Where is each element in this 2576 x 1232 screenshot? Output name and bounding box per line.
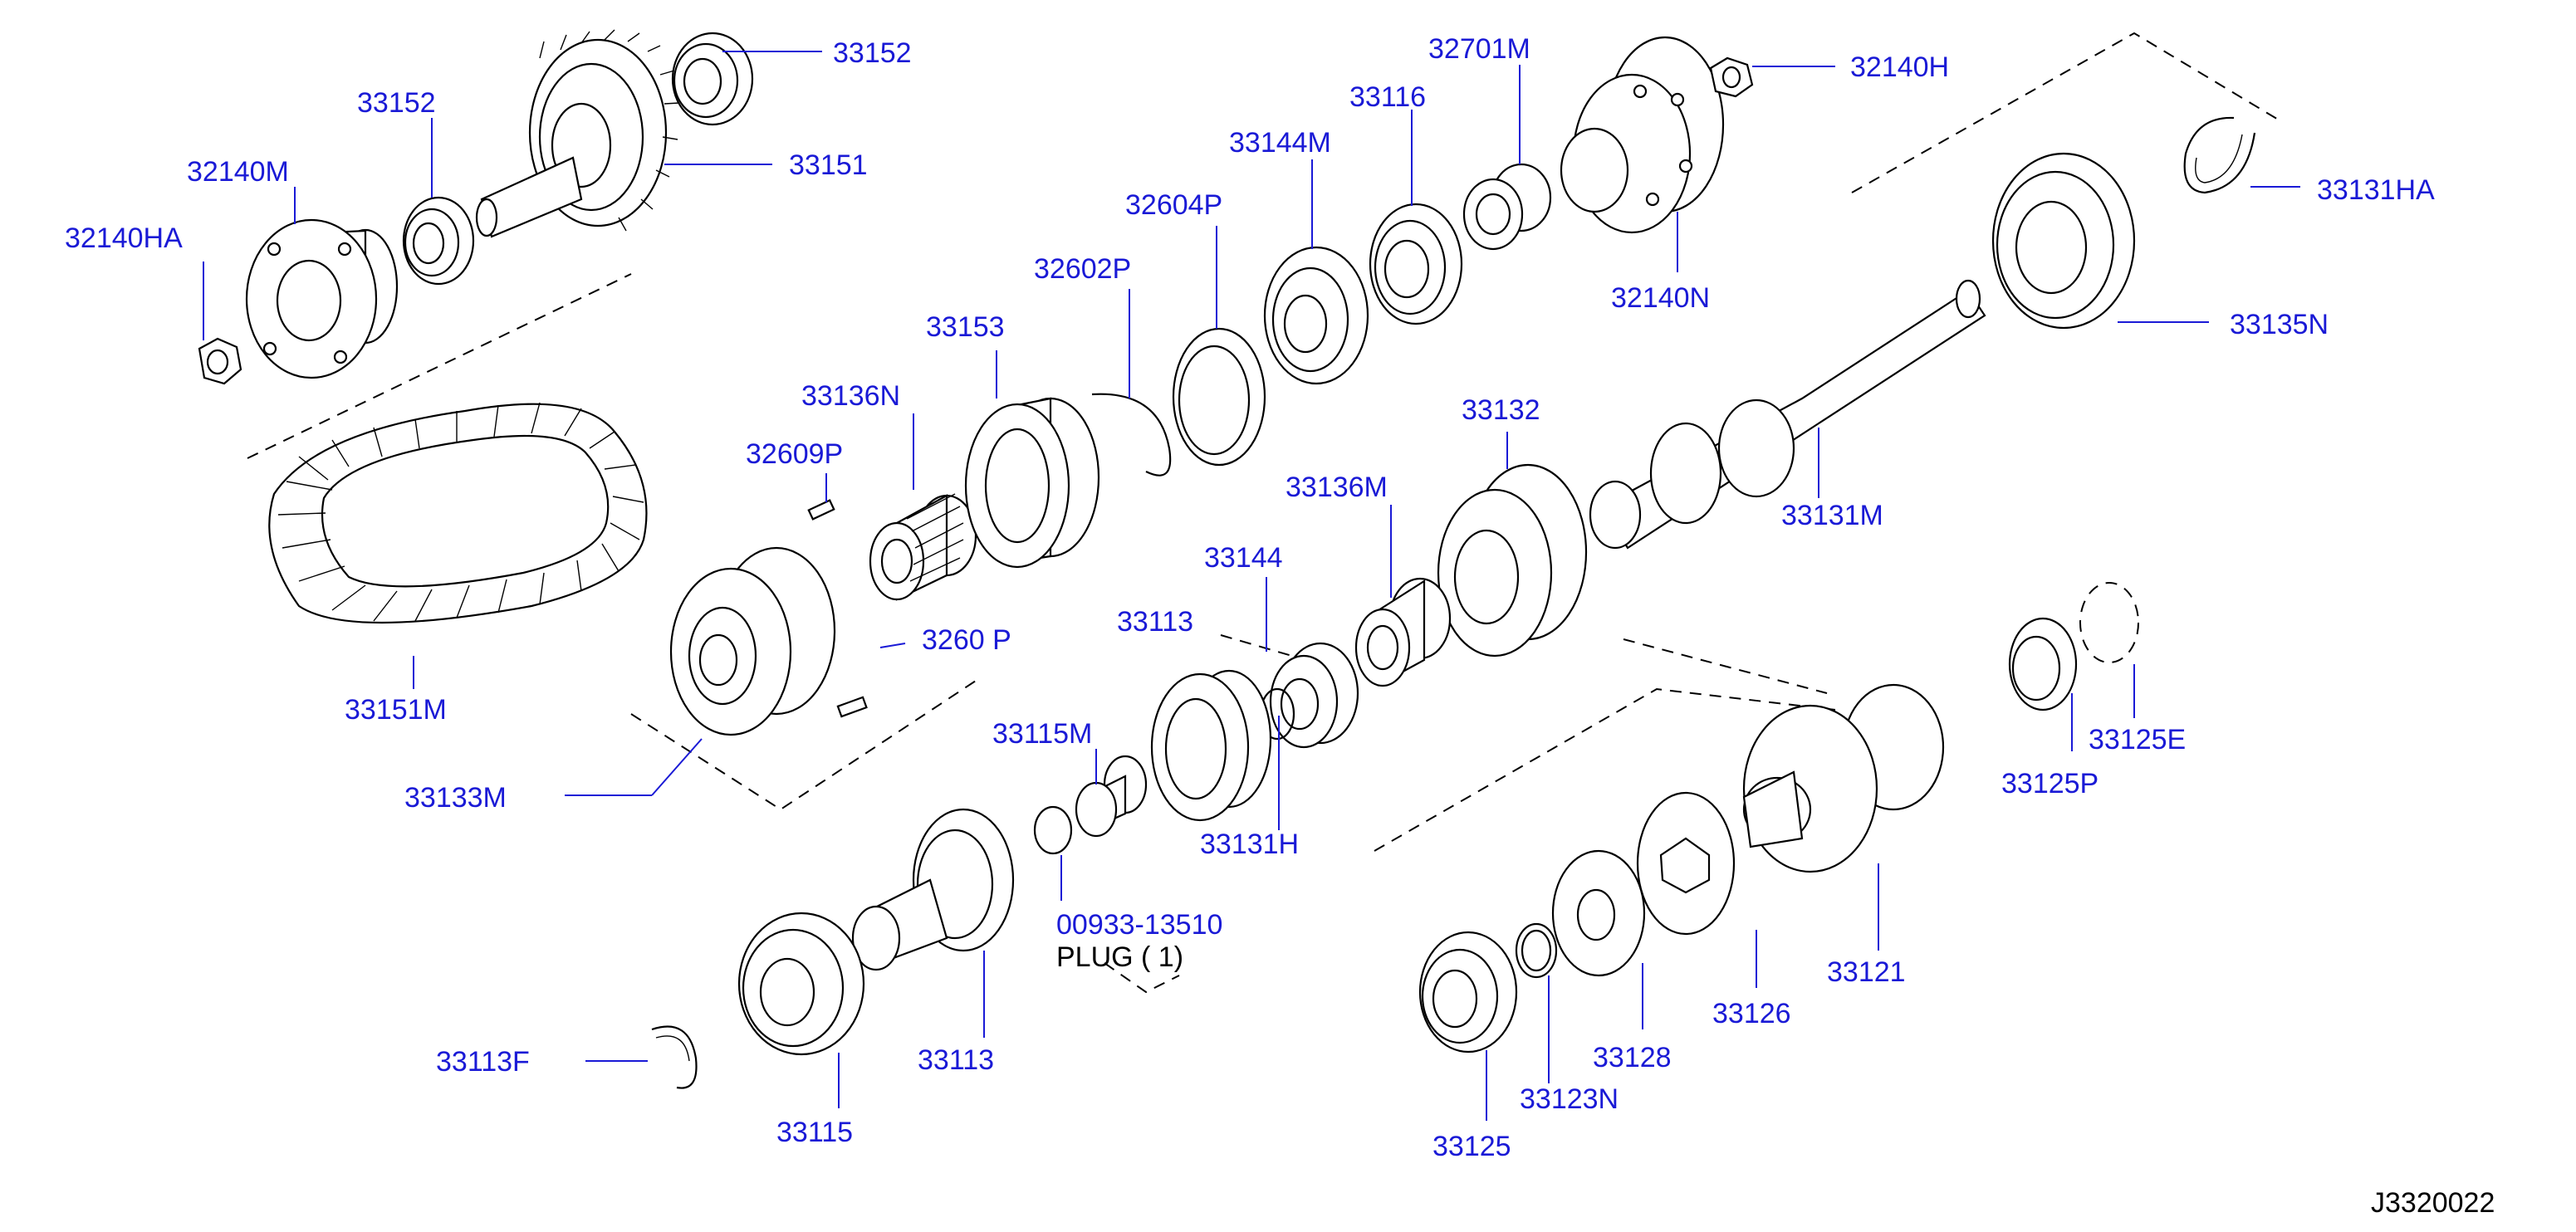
bearing-33152-top-drawing <box>671 32 754 126</box>
label-33133M[interactable]: 33133M <box>404 782 507 814</box>
needle-bearing-33115M-drawing <box>1075 755 1148 838</box>
label-32701M[interactable]: 32701M <box>1428 33 1530 65</box>
label-32602P[interactable]: 32602P <box>1034 253 1131 285</box>
label-00933-13510[interactable]: 00933-13510 <box>1056 909 1222 941</box>
label-32140M[interactable]: 32140M <box>187 156 289 188</box>
counter-gear-33121-drawing <box>1742 683 1945 873</box>
bearing-33115-drawing <box>737 912 865 1056</box>
inner-race-32701M-drawing <box>1462 163 1552 251</box>
hub-33144-drawing <box>1269 642 1359 749</box>
snap-ring-32602P-drawing <box>1091 393 1172 477</box>
flange-32140N-drawing <box>1560 36 1725 234</box>
sprocket-33133M-drawing <box>669 546 836 736</box>
gear-33126-drawing <box>1636 791 1736 936</box>
drive-chain-33151M-drawing <box>268 402 648 624</box>
ring-33123N-drawing <box>1515 922 1558 979</box>
label-33113[interactable]: 33113 <box>918 1044 994 1076</box>
label-33125P[interactable]: 33125P <box>2001 768 2099 799</box>
plug-00933-13510-drawing <box>1033 805 1073 855</box>
label-33153[interactable]: 33153 <box>926 311 1005 343</box>
label-33131M[interactable]: 33131M <box>1781 500 1883 531</box>
label-33125[interactable]: 33125 <box>1432 1131 1511 1162</box>
label-33123N[interactable]: 33123N <box>1520 1083 1619 1115</box>
label-33152-top[interactable]: 33152 <box>833 37 912 69</box>
label-33113F[interactable]: 33113F <box>436 1046 530 1078</box>
needle-bearing-33136M-drawing <box>1354 577 1452 687</box>
baulk-ring-32604P-drawing <box>1172 327 1266 467</box>
flange-32140M-drawing <box>245 218 399 379</box>
label-33131HA[interactable]: 33131HA <box>2317 174 2435 206</box>
label-32140HA[interactable]: 32140HA <box>65 222 183 254</box>
gear-33113-drawing <box>851 808 1015 971</box>
label-32609P[interactable]: 32609P <box>746 438 843 470</box>
nut-32140H-drawing <box>1709 56 1754 98</box>
leader-lines <box>203 51 2300 1121</box>
label-partial-3311x[interactable]: 33113 <box>1117 606 1193 638</box>
label-33115M[interactable]: 33115M <box>992 718 1092 750</box>
bearing-33116-drawing <box>1369 203 1463 325</box>
label-partial-3260x[interactable]: 3260 P <box>922 624 1011 656</box>
label-33116[interactable]: 33116 <box>1349 81 1426 113</box>
bearing-33125-drawing <box>1418 931 1518 1054</box>
key-32609P-drawing <box>807 499 868 718</box>
bearing-33135N-drawing <box>1991 152 2136 330</box>
label-33115[interactable]: 33115 <box>776 1117 853 1148</box>
label-33136N[interactable]: 33136N <box>801 380 900 412</box>
nut-32140HA-drawing <box>198 337 242 385</box>
bearing-race-33125P-drawing <box>2008 617 2078 711</box>
gear-shaft-33151-drawing <box>475 29 680 238</box>
sleeve-near-33113-drawing <box>1150 669 1272 822</box>
label-33121[interactable]: 33121 <box>1827 956 1906 988</box>
label-33125E[interactable]: 33125E <box>2089 724 2186 755</box>
label-33151[interactable]: 33151 <box>789 149 868 181</box>
hub-33144M-drawing <box>1263 246 1369 385</box>
sleeve-33153-drawing <box>964 397 1100 569</box>
needle-bearing-33136N-drawing <box>869 493 977 601</box>
snap-ring-33113F-drawing <box>651 1025 698 1089</box>
label-33132[interactable]: 33132 <box>1462 394 1540 426</box>
label-33135N[interactable]: 33135N <box>2230 309 2329 340</box>
label-33144M[interactable]: 33144M <box>1229 127 1331 159</box>
label-33152-left[interactable]: 33152 <box>357 87 436 119</box>
label-33151M[interactable]: 33151M <box>345 694 447 726</box>
label-33144[interactable]: 33144 <box>1204 542 1283 574</box>
shim-33125E-drawing <box>2079 582 2139 663</box>
label-33128[interactable]: 33128 <box>1593 1042 1672 1073</box>
gear-33132-drawing <box>1437 463 1588 658</box>
label-33131H[interactable]: 33131H <box>1200 829 1299 860</box>
plug-quantity-note: PLUG ( 1) <box>1056 941 1183 973</box>
mainshaft-33131M-drawing <box>1589 279 1986 550</box>
label-32140N[interactable]: 32140N <box>1611 282 1710 314</box>
washer-33128-drawing <box>1551 849 1646 977</box>
label-32604P[interactable]: 32604P <box>1125 189 1222 221</box>
snap-ring-33131HA-drawing <box>2183 116 2256 194</box>
part-labels: 33152 33152 33151 32140M 32140HA 32701M … <box>65 33 2495 1219</box>
diagram-id-code: J3320022 <box>2371 1187 2495 1219</box>
label-33136M[interactable]: 33136M <box>1286 472 1388 503</box>
label-32140H[interactable]: 32140H <box>1850 51 1949 83</box>
label-33126[interactable]: 33126 <box>1712 998 1791 1029</box>
bearing-33152-left-drawing <box>402 196 475 286</box>
